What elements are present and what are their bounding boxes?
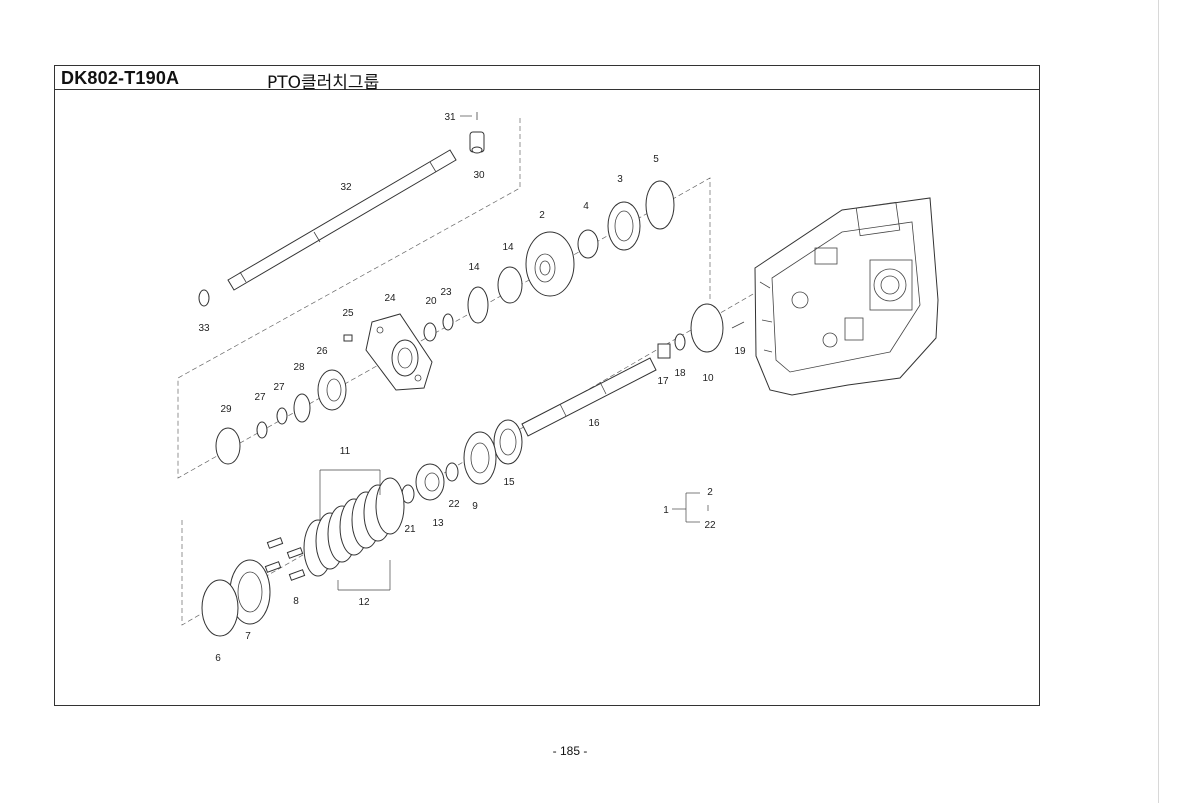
- part-13-bearing: [415, 463, 445, 501]
- callout-15: 15: [503, 477, 515, 488]
- part-16-main-shaft: [521, 357, 657, 437]
- diagram-frame: DK802-T190A PTO클러치그룹: [54, 65, 1040, 706]
- part-18-ring: [674, 333, 686, 351]
- callout-26: 26: [316, 346, 328, 357]
- callout-11: 11: [340, 446, 351, 457]
- part-19-pin: [731, 321, 745, 329]
- callout-5: 5: [653, 154, 659, 165]
- callout-27-right: 27: [273, 382, 285, 393]
- part-4-ring: [577, 229, 599, 259]
- part-29-ring: [215, 427, 241, 465]
- callout-20: 20: [425, 296, 437, 307]
- part-2-piston: [525, 231, 575, 297]
- callout-22-kit: 22: [704, 520, 716, 531]
- part-33-snap-ring: [198, 289, 210, 307]
- callout-22-assembly: 22: [448, 499, 460, 510]
- callout-28: 28: [293, 362, 305, 373]
- callout-25: 25: [342, 308, 354, 319]
- header-bar: DK802-T190A PTO클러치그룹: [55, 66, 1039, 93]
- callout-2: 2: [539, 210, 545, 221]
- callout-14-lower: 14: [468, 262, 480, 273]
- part-10-ring: [690, 303, 724, 353]
- part-14-o-ring-a: [467, 286, 489, 324]
- part-20-bearing: [423, 322, 437, 342]
- callout-4: 4: [583, 201, 589, 212]
- callout-27-left: 27: [254, 392, 266, 403]
- transmission-housing: [754, 197, 939, 396]
- callout-14-upper: 14: [502, 242, 514, 253]
- callout-18: 18: [674, 368, 686, 379]
- leader-lines: [319, 115, 709, 591]
- part-25-bolt: [343, 334, 353, 342]
- part-32-shaft: [227, 149, 457, 291]
- part-27-ring-b: [256, 421, 268, 439]
- part-22-ring: [445, 462, 459, 482]
- callout-16: 16: [588, 418, 600, 429]
- part-5-ring: [645, 180, 675, 230]
- part-26-bearing: [317, 369, 347, 411]
- part-28-snap-ring: [293, 393, 311, 423]
- assembly-guide-lines: [177, 118, 761, 626]
- callout-8: 8: [293, 596, 299, 607]
- page-number: - 185 -: [552, 744, 588, 758]
- part-3-seal: [607, 201, 641, 251]
- part-7-plate: [229, 559, 271, 625]
- part-6-snap-ring: [201, 579, 239, 637]
- part-30-sleeve: [469, 131, 485, 154]
- callout-9: 9: [472, 501, 478, 512]
- callout-29: 29: [220, 404, 232, 415]
- callout-7: 7: [245, 631, 251, 642]
- callout-30: 30: [473, 170, 485, 181]
- callout-19: 19: [734, 346, 746, 357]
- callout-3: 3: [617, 174, 623, 185]
- callout-33: 33: [198, 323, 210, 334]
- callout-10: 10: [702, 373, 714, 384]
- part-8-springs: [264, 537, 306, 581]
- callout-12: 12: [358, 597, 370, 608]
- part-17-bushing: [657, 343, 671, 359]
- callout-1-kit: 1: [663, 505, 669, 516]
- clutch-disc-pack: [303, 477, 405, 577]
- page-edge: [1158, 0, 1159, 803]
- part-27-ring-a: [276, 407, 288, 425]
- callout-13: 13: [432, 518, 444, 529]
- callout-24: 24: [384, 293, 396, 304]
- group-title: PTO클러치그룹: [267, 73, 380, 93]
- part-15-gear: [493, 419, 523, 465]
- part-14-o-ring-b: [497, 266, 523, 304]
- callout-23: 23: [440, 287, 452, 298]
- callout-2-kit: 2: [707, 487, 713, 498]
- part-9-plate: [463, 431, 497, 485]
- model-code: DK802-T190A: [61, 68, 180, 88]
- callout-31: 31: [444, 112, 456, 123]
- callout-17: 17: [657, 376, 669, 387]
- callout-6: 6: [215, 653, 221, 664]
- callout-labels: 31 30 32 33 5 3 4 2 14 14 24 23 20 25 26…: [198, 112, 746, 664]
- callout-21: 21: [404, 524, 416, 535]
- callout-32: 32: [340, 182, 352, 193]
- part-23-ring: [442, 313, 454, 331]
- part-24-bearing-housing: [365, 313, 433, 391]
